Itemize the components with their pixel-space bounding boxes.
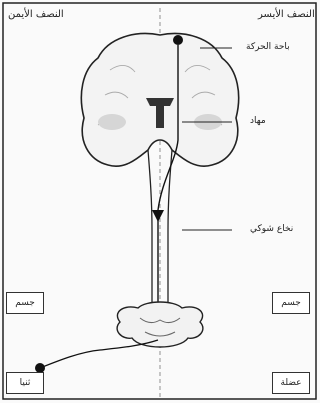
spinal-cord-section xyxy=(117,302,203,347)
pathway-arrow xyxy=(152,210,164,222)
left-hemisphere-title: النصف الأيسر xyxy=(258,10,315,20)
right-upper-box: جسم xyxy=(272,292,310,314)
motor-area-label: باحة الحركة xyxy=(246,43,290,52)
spinal-cord-label: نخاع شوكي xyxy=(250,225,293,234)
left-lower-box: ثنيا xyxy=(6,372,44,394)
motor-neuron-dot xyxy=(173,35,183,45)
left-grey-region xyxy=(98,114,126,130)
right-hemisphere-title: النصف الأيمن xyxy=(8,10,64,20)
left-upper-box: جسم xyxy=(6,292,44,314)
thalamus-label: مهاد xyxy=(250,117,266,126)
motor-nerve xyxy=(40,340,158,368)
right-lower-box: عضلة xyxy=(272,372,310,394)
